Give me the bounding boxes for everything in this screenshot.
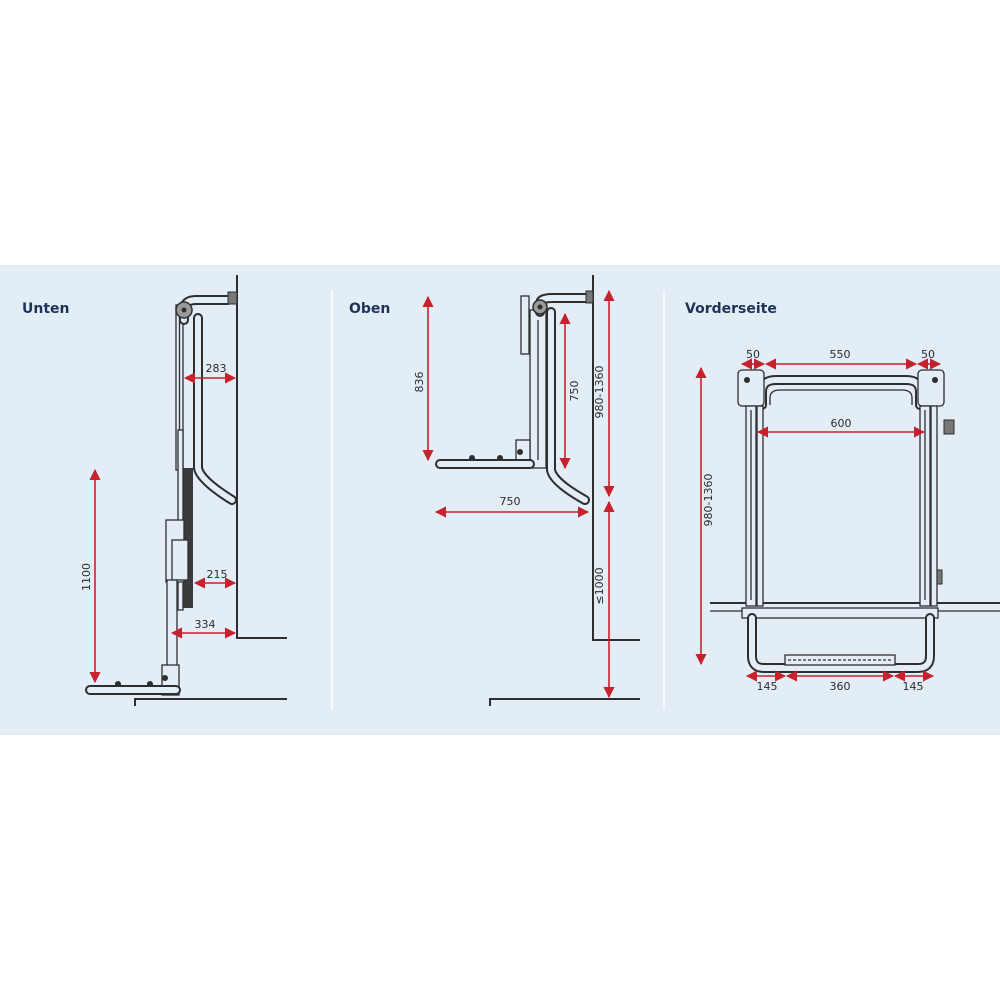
dimension-1000: ≤1000: [593, 500, 615, 699]
dimension-50-right: 50: [916, 348, 942, 370]
dimension-360: 360: [785, 670, 895, 693]
dimension-550: 550: [764, 348, 918, 370]
panel-title-vorderseite: Vorderseite: [685, 301, 777, 317]
dimension-334: 334: [170, 618, 237, 639]
dimension-label: 334: [195, 618, 216, 631]
dimension-label: 550: [830, 348, 851, 361]
dimension-label: 750: [500, 495, 521, 508]
dimension-label: 750: [568, 381, 581, 402]
dimension-283: 283: [183, 362, 237, 384]
dimension-label: ≤1000: [593, 567, 606, 604]
dimension-label: 1100: [80, 563, 93, 591]
panel-oben: Oben 836: [349, 275, 640, 706]
dimension-750-horizontal: 750: [434, 495, 590, 518]
dimension-label: 980-1360: [593, 366, 606, 419]
dimension-label: 50: [746, 348, 760, 361]
dimension-836: 836: [413, 295, 434, 462]
dimension-50-left: 50: [740, 348, 766, 370]
panel-title-oben: Oben: [349, 301, 390, 317]
dimension-215: 215: [193, 568, 237, 589]
lift-front-view: [737, 369, 955, 673]
panel-title-unten: Unten: [22, 301, 70, 317]
lift-side-view-raised: [435, 290, 594, 505]
dimension-label: 50: [921, 348, 935, 361]
dimension-980-1360-oben: 980-1360: [593, 289, 615, 498]
dimension-label: 360: [830, 680, 851, 693]
dimension-label: 145: [903, 680, 924, 693]
dimension-label: 145: [757, 680, 778, 693]
dimension-600: 600: [756, 417, 926, 438]
panel-unten: Unten: [22, 275, 287, 706]
wall-and-floor: [489, 275, 640, 706]
dimension-980-1360-front: 980-1360: [695, 366, 715, 666]
dimension-label: 283: [206, 362, 227, 375]
panel-vorderseite: Vorderseite: [685, 301, 1000, 693]
dimension-750-vertical: 750: [559, 312, 581, 470]
dimension-label: 600: [831, 417, 852, 430]
dimension-label: 980-1360: [702, 474, 715, 527]
dimension-145-left: 145: [745, 670, 787, 693]
dimension-145-right: 145: [893, 670, 935, 693]
dimension-label: 215: [207, 568, 228, 581]
wall-and-floor: [134, 275, 287, 706]
dimension-label: 836: [413, 372, 426, 393]
dimension-1100: 1100: [80, 468, 101, 684]
lift-side-view-lowered: [85, 291, 238, 696]
